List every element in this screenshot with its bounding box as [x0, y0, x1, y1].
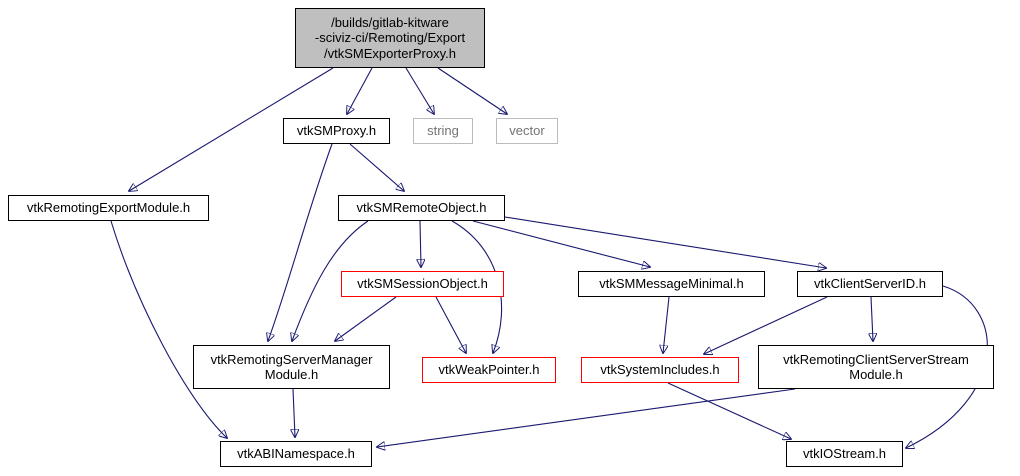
edge-vtkRemotingServerManagerModule-vtkABINamespace: [293, 388, 295, 437]
edge-vtkRemotingExportModule-vtkABINamespace: [110, 220, 227, 438]
edge-root-string: [405, 67, 434, 114]
edge-vtkSMRemoteObject-vtkClientServerID: [504, 216, 826, 268]
node-vtkSMMessageMinimal[interactable]: vtkSMMessageMinimal.h: [578, 271, 765, 297]
node-vtkABINamespace[interactable]: vtkABINamespace.h: [220, 441, 372, 467]
node-vtkSMRemoteObject[interactable]: vtkSMRemoteObject.h: [338, 195, 505, 221]
node-vtkRemotingServerManagerModule[interactable]: vtkRemotingServerManager Module.h: [193, 345, 390, 389]
edge-vtkSMSessionObject-vtkWeakPointer: [435, 296, 466, 353]
node-vtkWeakPointer[interactable]: vtkWeakPointer.h: [422, 357, 556, 383]
edge-vtkSMRemoteObject-vtkSMMessageMinimal: [472, 220, 650, 267]
edge-vtkSMMessageMinimal-vtkSystemIncludes: [663, 296, 670, 353]
node-string: string: [413, 118, 473, 144]
node-vtkSMProxy[interactable]: vtkSMProxy.h: [283, 118, 390, 144]
edge-vtkSMProxy-vtkRemotingServerManagerModule: [268, 143, 333, 341]
edge-root-vector: [437, 67, 507, 114]
edge-vtkSMRemoteObject-vtkRemotingServerManagerModule: [292, 220, 369, 341]
node-vtkSMSessionObject[interactable]: vtkSMSessionObject.h: [341, 271, 504, 297]
edge-vtkSMSessionObject-vtkRemotingServerManagerModule: [335, 296, 397, 341]
node-vtkClientServerID[interactable]: vtkClientServerID.h: [797, 271, 943, 297]
node-vtkSystemIncludes[interactable]: vtkSystemIncludes.h: [581, 357, 739, 383]
node-vtkRemotingClientServerStreamModule[interactable]: vtkRemotingClientServerStream Module.h: [758, 345, 994, 389]
edge-vtkClientServerID-vtkRemotingClientServerStreamModule: [871, 296, 873, 341]
edge-root-vtkRemotingExportModule: [129, 67, 334, 191]
edge-vtkClientServerID-vtkSystemIncludes: [704, 296, 828, 354]
node-vector: vector: [496, 118, 558, 144]
edge-root-vtkSMProxy: [347, 67, 373, 114]
node-vtkRemotingExportModule[interactable]: vtkRemotingExportModule.h: [8, 195, 209, 221]
edge-vtkSMProxy-vtkSMRemoteObject: [349, 143, 404, 191]
node-vtkSMExporterProxy-root: /builds/gitlab-kitware -sciviz-ci/Remoti…: [295, 8, 485, 68]
edge-vtkSystemIncludes-vtkIOStream: [667, 382, 791, 439]
node-vtkIOStream[interactable]: vtkIOStream.h: [786, 441, 903, 467]
edge-vtkSMRemoteObject-vtkSMSessionObject: [420, 220, 421, 267]
edge-vtkRemotingClientServerStreamModule-vtkABINamespace: [377, 388, 796, 447]
